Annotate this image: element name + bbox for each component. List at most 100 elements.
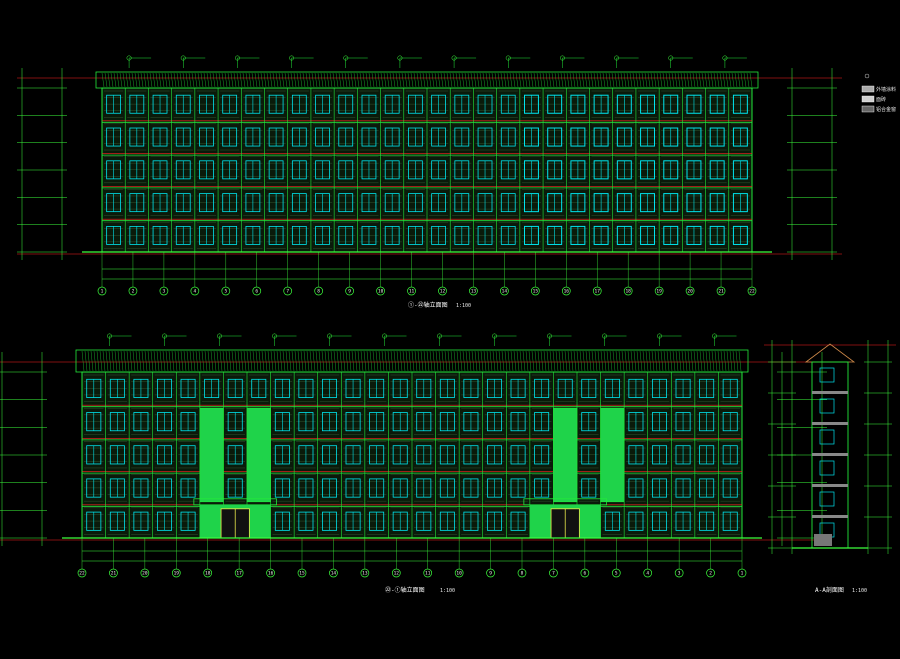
roof-hatch [131,72,135,88]
roof-hatch [707,72,711,88]
roof-hatch [206,72,210,88]
roof-hatch [182,72,186,88]
roof-hatch [672,350,676,372]
callout-bubble [505,55,511,61]
roof-hatch [267,350,271,372]
axis-label: 4 [646,571,649,577]
roof-hatch [135,350,139,372]
roof-hatch [342,350,346,372]
roof-hatch [147,350,151,372]
roof-hatch [732,350,736,372]
roof-hatch [591,350,595,372]
roof-hatch [509,72,513,88]
axis-bubble [345,286,354,296]
axis-bubble [423,568,433,578]
roof-hatch [243,350,247,372]
roof-hatch [149,72,153,88]
roof-hatch [593,72,597,88]
section-window [819,367,835,383]
floor-slab-section [812,422,848,425]
axis-bubble [454,568,464,578]
roof-hatch [498,350,502,372]
roof-hatch [372,350,376,372]
roof-hatch [366,350,370,372]
roof-hatch [270,350,274,372]
roof-hatch [324,350,328,372]
axis-label: 5 [224,289,227,295]
roof-hatch [635,72,639,88]
roof-hatch [362,72,366,88]
roof-hatch [464,72,468,88]
roof-hatch [450,350,454,372]
roof-hatch [621,350,625,372]
roof-hatch [240,350,244,372]
axis-bubble [530,286,540,296]
axis-label: 22 [749,289,755,295]
roof-hatch [416,72,420,88]
roof-hatch [504,350,508,372]
roof-hatch [473,72,477,88]
roof-hatch [725,72,729,88]
axis-label: 2 [709,571,712,577]
roof-hatch [683,72,687,88]
roof-hatch [486,350,490,372]
roof-hatch [743,72,747,88]
roof-hatch [435,350,439,372]
roof-hatch [311,72,315,88]
callout-bubble [547,333,552,339]
roof-hatch [294,350,298,372]
roof-hatch [495,350,499,372]
roof-hatch [564,350,568,372]
callout-bubble [712,333,717,339]
roof-hatch [644,72,648,88]
roof-hatch [542,72,546,88]
roof-hatch [714,350,718,372]
roof-hatch [651,350,655,372]
roof-hatch [720,350,724,372]
roof-hatch [314,72,318,88]
axis-label: 10 [378,289,384,295]
roof-hatch [326,72,330,88]
roof-hatch [518,72,522,88]
roof-hatch [432,350,436,372]
roof-hatch [719,72,723,88]
roof-hatch [548,72,552,88]
roof-hatch [386,72,390,88]
roof-hatch [258,350,262,372]
roof-hatch [171,350,175,372]
roof-hatch [282,350,286,372]
roof-hatch [239,72,243,88]
roof-hatch [186,350,190,372]
roof-hatch [434,72,438,88]
roof-hatch [167,72,171,88]
roof-hatch [365,72,369,88]
roof-hatch [561,350,565,372]
roof-hatch [528,350,532,372]
roof-hatch [596,72,600,88]
roof-hatch [161,72,165,88]
roof-hatch [626,72,630,88]
roof-hatch [699,350,703,372]
roof-hatch [617,72,621,88]
section-drawing [764,340,896,554]
roof-hatch [300,350,304,372]
roof-hatch [318,350,322,372]
roof-hatch [749,72,753,88]
roof-hatch [111,350,115,372]
roof-hatch [381,350,385,372]
roof-hatch [554,72,558,88]
axis-bubble [171,568,181,578]
bottom-elevation-title: ㉒-①轴立面图 [385,586,425,594]
roof-hatch [219,350,223,372]
roof-hatch [695,72,699,88]
roof-hatch [552,350,556,372]
roof-hatch [689,72,693,88]
axis-label: 21 [718,289,724,295]
axis-label: 7 [286,289,289,295]
roof-hatch [390,350,394,372]
roof-hatch [254,72,258,88]
roof-hatch [173,72,177,88]
roof-hatch [662,72,666,88]
axis-label: 15 [299,571,305,577]
roof-hatch [581,72,585,88]
